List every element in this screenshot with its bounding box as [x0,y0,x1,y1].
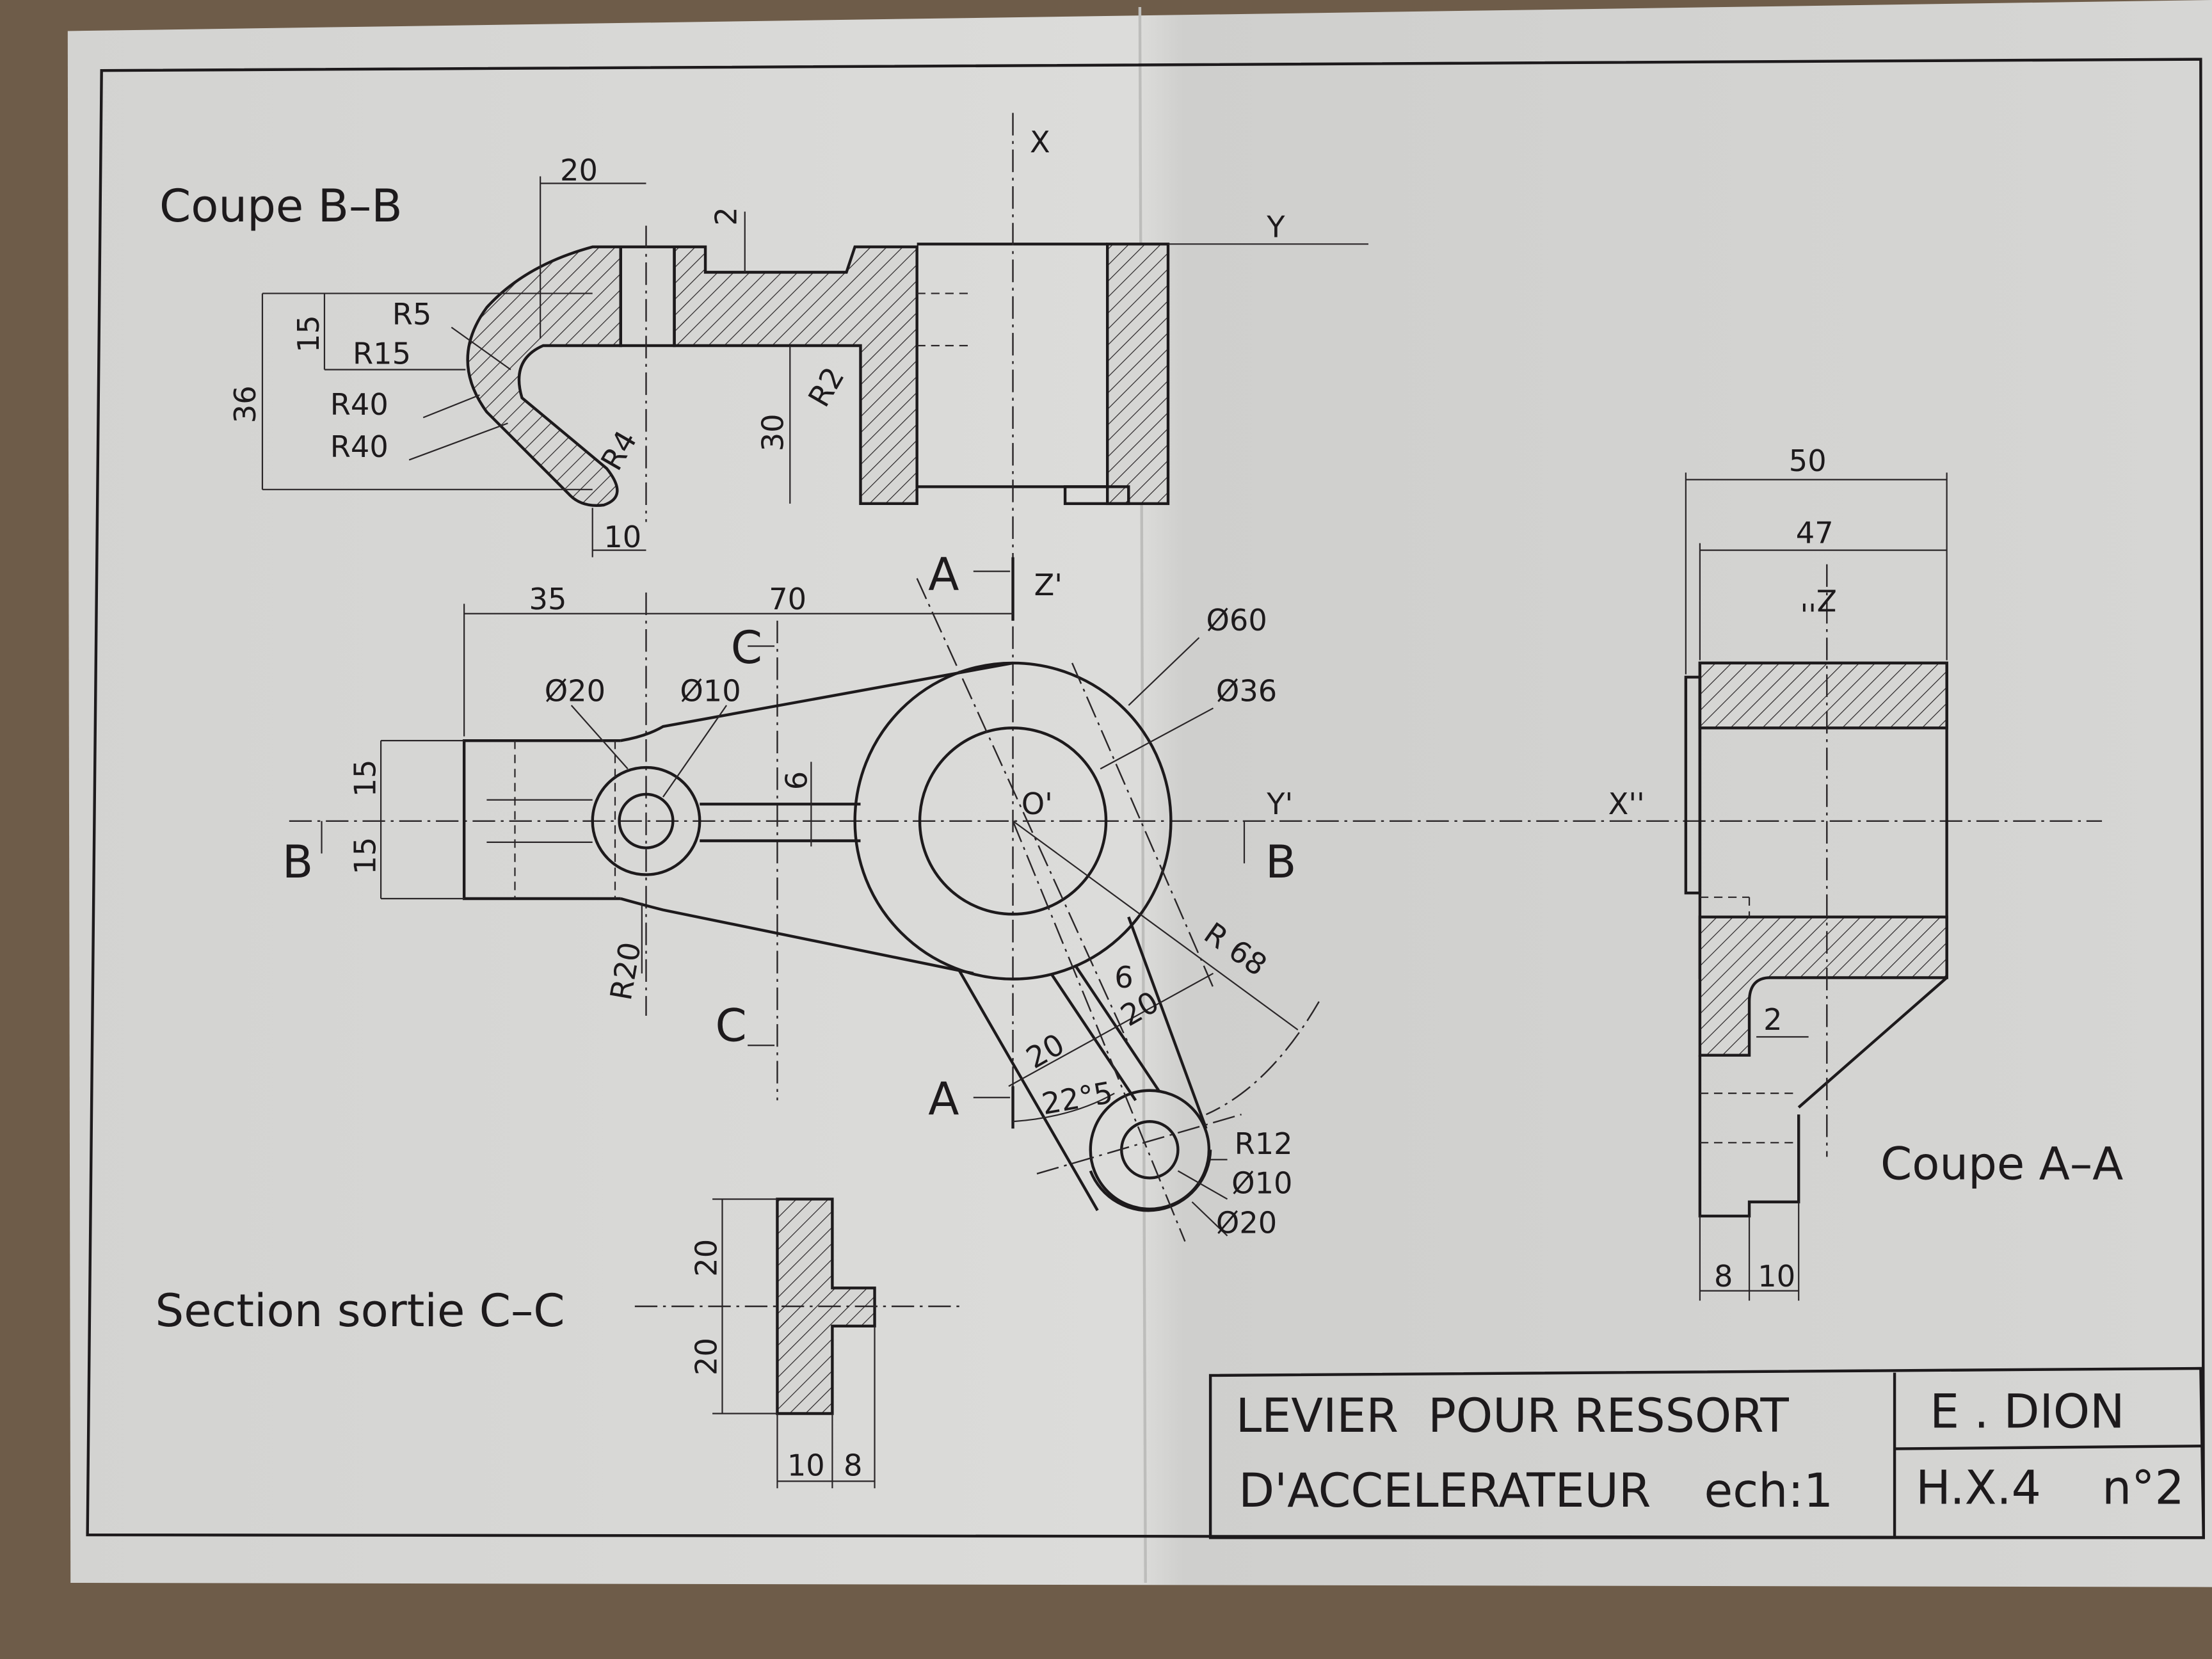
dim: R40 [330,387,389,422]
dim: 15 [348,837,382,875]
dim: R12 [1235,1126,1293,1161]
boss-outer-circle [591,765,701,876]
body-section [673,245,918,506]
dim: R40 [330,429,389,464]
hook-section [466,245,622,507]
section-mark-b-right: B [1265,836,1296,888]
dim: R5 [392,297,432,332]
section-mark-b-left: B [282,836,313,888]
drawing-number: n°2 [2102,1461,2184,1516]
dim: 50 [1789,444,1827,478]
dim: 70 [769,582,806,616]
dim: Ø20 [1216,1205,1277,1240]
dim: Ø10 [1231,1166,1292,1201]
view-coupe-aa: Z'' Coupe A–A 50 47 2 8 10 [1684,444,2123,1301]
scale-label: ech:1 [1704,1464,1834,1518]
view-coupe-bb: Coupe B–B Y 20 2 15 36 R5 R15 R40 [159,153,1368,557]
lower-section [1698,915,1948,1057]
paper-sheet [67,0,2212,1587]
dim: 10 [604,520,641,554]
dim: 6 [1114,960,1133,995]
hub-bore-circle [918,726,1108,916]
dim: 36 [228,385,262,423]
title-line-2: D'ACCELERATEUR [1238,1464,1651,1518]
axis-label-x: X [1030,125,1050,159]
dim: 47 [1796,516,1834,550]
dim: 35 [529,582,567,616]
section-mark-a-top: A [928,548,959,600]
dim: R15 [353,337,411,371]
section-mark-a-bottom: A [928,1073,959,1125]
axis-label-y1: Y' [1266,787,1293,821]
dim: 8 [1714,1259,1733,1294]
author-name: E . DION [1930,1385,2124,1439]
dim: Ø36 [1216,673,1277,708]
dim: 20 [689,1239,724,1277]
dim: 20 [689,1338,724,1375]
wall-section [1105,243,1170,506]
dim: Ø10 [680,673,741,708]
dim: Ø20 [545,673,605,708]
dim: 15 [291,315,326,353]
title-block: LEVIER POUR RESSORT D'ACCELERATEUR ech:1… [1208,1366,2206,1539]
section-mark-c-top: C [731,621,762,674]
view-title-coupe-bb: Coupe B–B [159,180,403,232]
dim: 2 [1763,1002,1782,1037]
dim: 10 [787,1448,825,1482]
dim: 15 [348,759,382,797]
boss-bore-circle [618,792,675,849]
top-flange-section [1698,661,1948,730]
view-section-cc: Section sortie C–C 20 20 10 8 [155,1198,959,1489]
dim: Ø60 [1206,603,1267,637]
section-mark-c-bottom: C [715,1000,746,1052]
axis-label-x2: X'' [1608,787,1645,821]
view-title-coupe-aa: Coupe A–A [1880,1138,2123,1190]
dim: 10 [1758,1259,1795,1294]
view-title-section-cc: Section sortie C–C [155,1285,565,1337]
class-code: H.X.4 [1916,1461,2041,1516]
dim: 8 [844,1448,862,1482]
axis-label-z1: Z' [1034,568,1062,602]
dim: 20 [560,153,598,188]
dim: 6 [780,771,814,790]
dim: 30 [755,413,790,451]
title-line-1: LEVIER POUR RESSORT [1236,1389,1790,1443]
axis-label-o1: O' [1022,787,1053,821]
axis-label-y: Y [1266,209,1285,244]
axis-label-z2: Z'' [1800,582,1837,617]
dim: 2 [709,207,744,225]
